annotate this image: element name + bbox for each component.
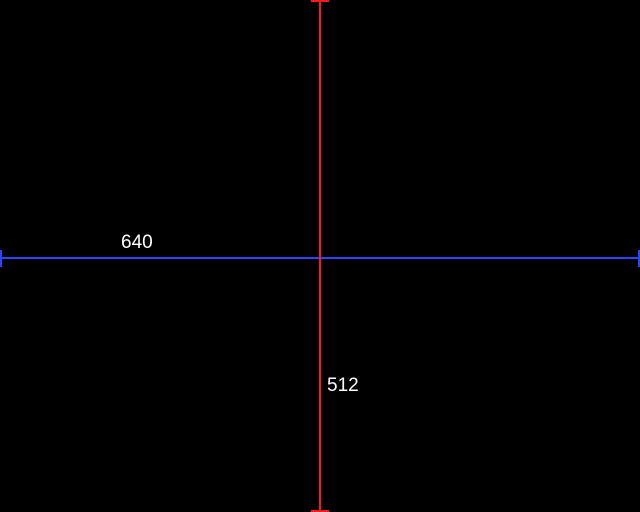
height-dimension-line — [311, 0, 329, 512]
width-label: 640 — [121, 232, 153, 253]
height-label: 512 — [327, 375, 359, 396]
